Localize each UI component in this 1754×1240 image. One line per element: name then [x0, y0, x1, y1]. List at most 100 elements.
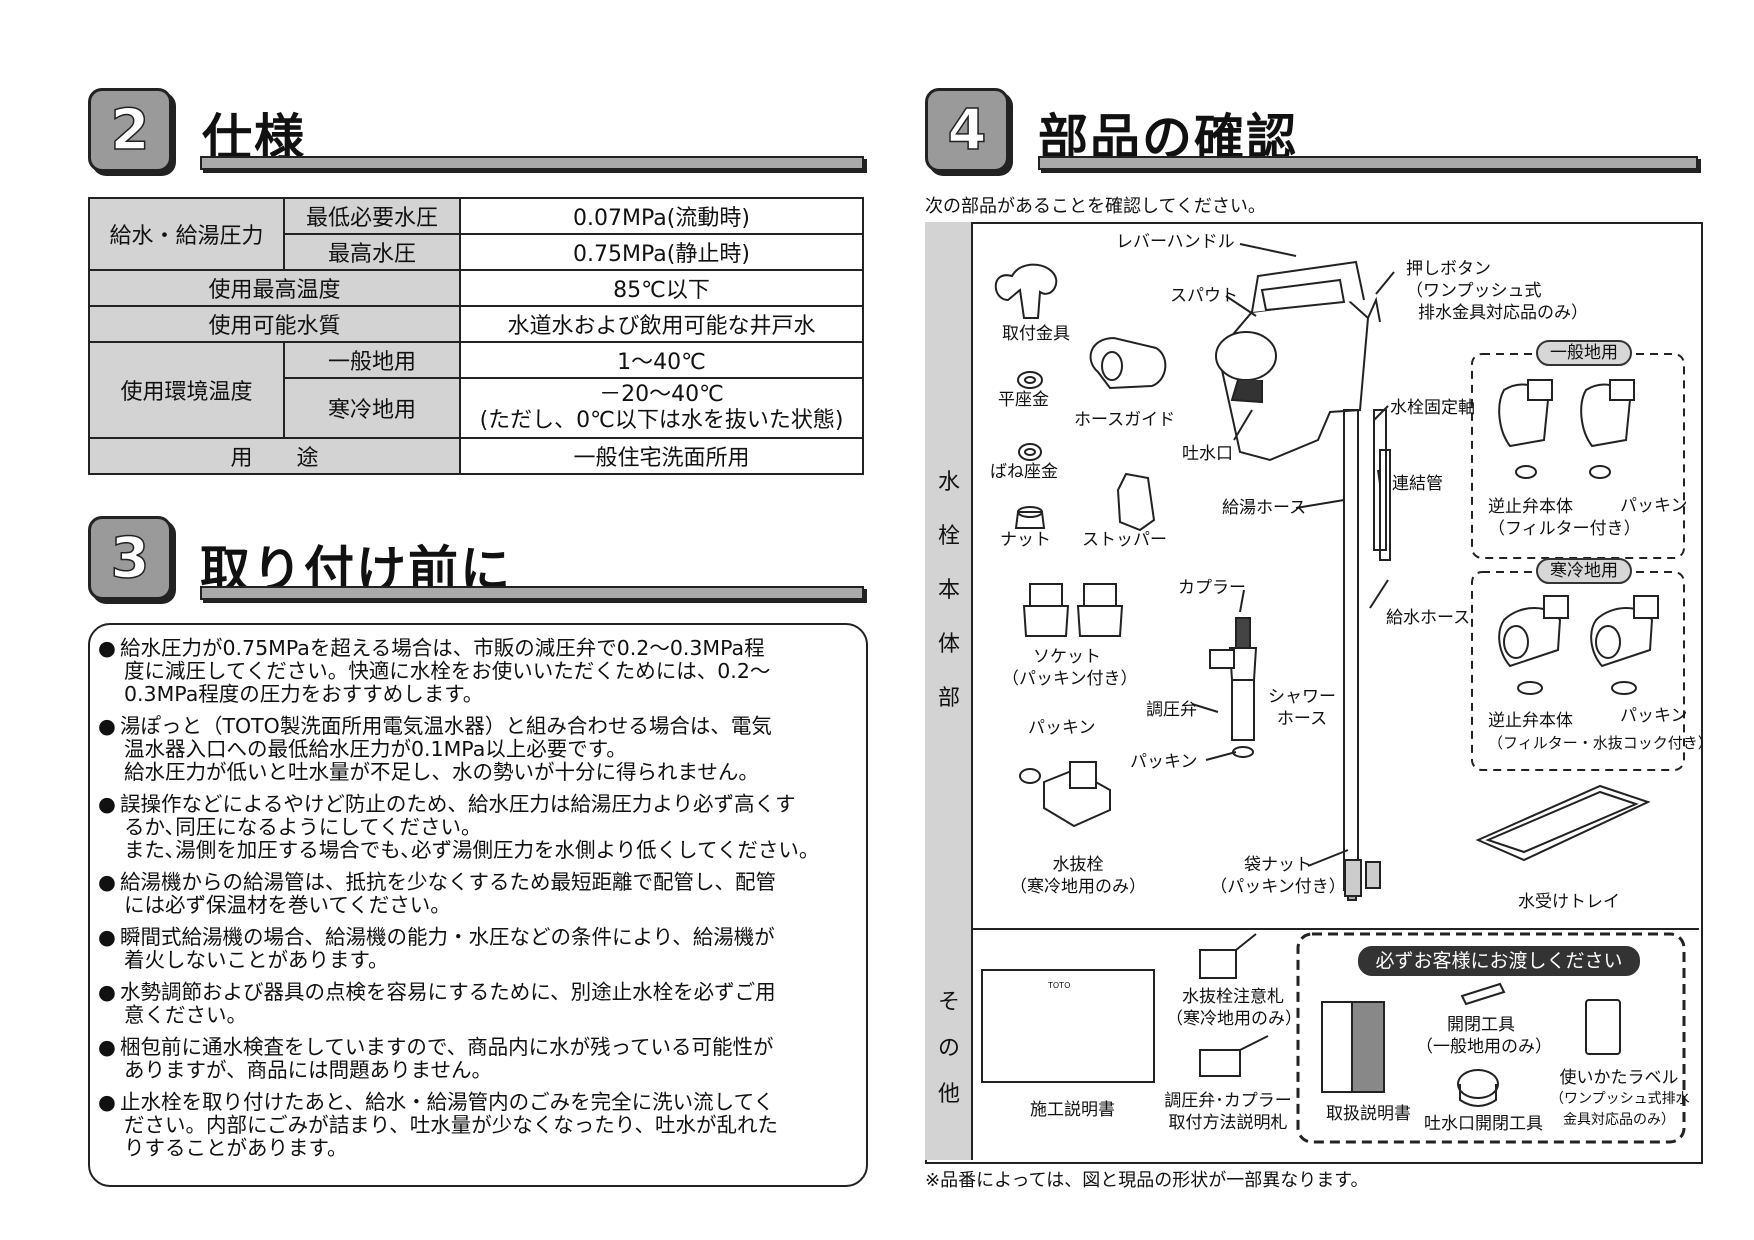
section-3-badge: 3 [88, 516, 172, 600]
bullet-text: 梱包前に通水検査をしていますので、商品内に水が残っている可能性が [120, 1035, 774, 1059]
label-packing-cold: パッキン [1620, 706, 1688, 726]
bullet-text: 給水圧力が0.75MPaを超える場合は、市販の減圧弁で0.2～0.3MPa程 [120, 636, 765, 660]
label-manual: 施工説明書 [1030, 1100, 1115, 1120]
spec-cell: 水道水および飲用可能な井戸水 [459, 305, 864, 343]
hand-over-banner: 必ずお客様にお渡しください [1358, 946, 1640, 976]
label-packing-1: パッキン [1028, 718, 1096, 738]
label-usage-label: 使いかたラベル （ワンプッシュ式排水 金具対応品のみ） [1550, 1068, 1690, 1131]
label-line: （フィルター・水抜コック付き） [1488, 734, 1713, 752]
bullet-text: 湯ぽっと（TOTO製洗面所用電気温水器）と組み合わせる場合は、電気 [120, 714, 772, 738]
hand-over-box [1296, 932, 1686, 1144]
label-check-valve-general: 逆止弁本体 （フィルター付き） [1488, 496, 1641, 540]
label-line: （一般地用のみ） [1416, 1037, 1552, 1057]
open-tool-icon [1460, 982, 1506, 1006]
stopper-icon [1116, 472, 1156, 532]
side-char: 水 [937, 470, 960, 495]
bullet-text: 給湯機からの給湯管は、抵抗を少なくするため最短距離で配管し、配管 [120, 870, 776, 894]
bullet-text: 水勢調節および器具の点検を容易にするために、別途止水栓を必ずご用 [120, 980, 776, 1004]
bullet-item: ●瞬間式給湯機の場合、給湯機の能力・水圧などの条件により、給湯機が着火しないこと… [98, 926, 858, 972]
bullet-text: 着火しないことがあります。 [124, 948, 389, 972]
label-line: （寒冷地用のみ） [1166, 1009, 1302, 1029]
label-washer: 平座金 [998, 390, 1049, 410]
side-char: 体 [937, 632, 960, 657]
regulator-icon [1209, 617, 1258, 758]
label-line: 逆止弁本体 [1488, 497, 1573, 517]
bullet-item: ●給水圧力が0.75MPaを超える場合は、市販の減圧弁で0.2～0.3MPa程度… [98, 637, 858, 706]
label-push-button: 押しボタン （ワンプッシュ式 排水金具対応品のみ） [1406, 258, 1588, 324]
label-drain-valve: 水抜栓 （寒冷地用のみ） [1008, 854, 1148, 898]
spec-text: (ただし、0℃以下は水を抜いた状態) [479, 408, 844, 433]
label-line: 水抜栓注意札 [1182, 987, 1284, 1007]
footnote: ※品番によっては、図と現品の形状が一部異なります。 [925, 1170, 1369, 1191]
label-line: （ワンプッシュ式排水 [1550, 1091, 1690, 1107]
label-line: 水抜栓 [1052, 855, 1104, 875]
bullet-text: 温水器入口への最低給水圧力が0.1MPa以上必要です。 [124, 737, 627, 761]
spec-cell: 最低必要水圧 [283, 197, 461, 235]
label-nut: ナット [1000, 530, 1051, 550]
bullet-icon: ● [98, 925, 116, 949]
washer-icon [1017, 371, 1043, 389]
label-line: ソケット [1033, 647, 1101, 667]
label-line: 取付方法説明札 [1168, 1113, 1288, 1133]
bullet-text: 瞬間式給湯機の場合、給湯機の能力・水圧などの条件により、給湯機が [120, 925, 775, 949]
spec-cell: 0.07MPa(流動時) [459, 197, 864, 235]
spec-text: －20～40℃ [599, 382, 724, 407]
label-line: （ワンプッシュ式 [1406, 281, 1542, 301]
side-label-other: そ の 他 [925, 980, 973, 1118]
label-check-valve-cold: 逆止弁本体 （フィルター・水抜コック付き） [1488, 710, 1713, 754]
bracket-icon [994, 263, 1058, 319]
tray-icon [1475, 784, 1651, 862]
cold-box [1471, 571, 1685, 771]
manual-brand: TOTO [1048, 981, 1071, 990]
spec-cell: 一般地用 [283, 341, 461, 379]
bullet-text: 度に減圧してください。快適に水栓をお使いいただくためには、0.2～ [124, 659, 771, 683]
bullet-item: ●給湯機からの給湯管は、抵抗を少なくするため最短距離で配管し、配管には必ず保温材… [98, 871, 858, 917]
label-tray: 水受けトレイ [1518, 892, 1620, 912]
section-3-bar [200, 586, 864, 600]
side-char: 部 [937, 686, 960, 711]
bullet-text: ありますが、商品には問題ありません。 [124, 1058, 492, 1082]
label-spout: スパウト [1170, 286, 1238, 306]
bullet-icon: ● [98, 980, 116, 1004]
label-bracket: 取付金具 [1002, 324, 1070, 344]
label-line: シャワー [1268, 687, 1336, 707]
side-char: 他 [937, 1082, 960, 1107]
label-line: ホース [1276, 709, 1328, 729]
section-2-bar [200, 156, 864, 170]
spec-cell: 用 途 [88, 437, 461, 475]
bullet-item: ●止水栓を取り付けたあと、給水・給湯管内のごみを完全に洗い流してください。内部に… [98, 1091, 858, 1160]
spec-cell: 使用可能水質 [88, 305, 461, 343]
label-spring-washer: ばね座金 [990, 462, 1058, 482]
bullet-text: には必ず保温材を巻いてください。 [124, 893, 451, 917]
bullet-item: ●水勢調節および器具の点検を容易にするために、別途止水栓を必ずご用意ください。 [98, 981, 858, 1027]
bullet-icon: ● [98, 714, 116, 738]
bullet-text: また､湯側を加圧する場合でも､必ず湯側圧力を水側より低くしてください。 [124, 838, 820, 862]
side-char: の [937, 1036, 960, 1061]
precautions-box: ●給水圧力が0.75MPaを超える場合は、市販の減圧弁で0.2～0.3MPa程度… [88, 623, 868, 1187]
label-line: 押しボタン [1406, 259, 1491, 279]
bullet-item: ●湯ぽっと（TOTO製洗面所用電気温水器）と組み合わせる場合は、電気温水器入口へ… [98, 715, 858, 784]
hose-guide-icon [1089, 336, 1167, 390]
label-instruction: 取扱説明書 [1326, 1104, 1411, 1124]
bullet-text: 誤操作などによるやけど防止のため、給水圧力は給湯圧力より必ず高くす [120, 792, 796, 816]
spec-cell: 85℃以下 [459, 269, 864, 307]
label-hot-hose: 給湯ホース [1222, 498, 1307, 518]
spec-cell: 使用環境温度 [88, 341, 285, 439]
label-fixing-shaft: 水栓固定軸 [1390, 398, 1475, 418]
label-line: 使いかたラベル [1559, 1068, 1679, 1088]
bullet-icon: ● [98, 636, 116, 660]
drain-tag-icon [1199, 949, 1237, 979]
parts-divider [925, 928, 1699, 930]
pill-cold: 寒冷地用 [1536, 558, 1632, 584]
label-packing-2: パッキン [1130, 752, 1198, 772]
socket-icon [1022, 583, 1124, 637]
bullet-icon: ● [98, 1090, 116, 1114]
label-bag-nut: 袋ナット （パッキン付き） [1208, 854, 1348, 898]
side-char: 本 [937, 578, 960, 603]
label-cold-hose: 給水ホース [1386, 608, 1471, 628]
label-coupler: カプラー [1178, 578, 1246, 598]
bullet-text: ださい。内部にごみが詰まり、吐水量が少なくなったり、吐水が乱れた [124, 1113, 778, 1137]
faucet-icon [1215, 260, 1391, 901]
bullet-text: 0.3MPa程度の圧力をおすすめします。 [124, 682, 484, 706]
side-char: 栓 [937, 524, 960, 549]
